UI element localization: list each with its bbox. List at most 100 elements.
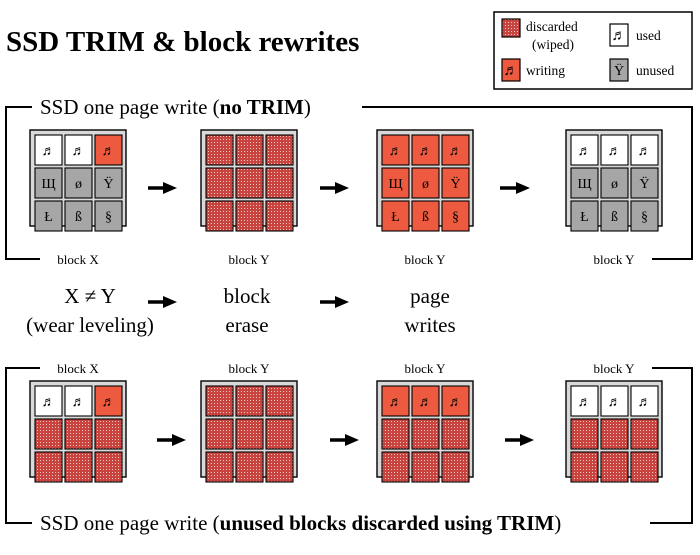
top-arrow-1 [148,182,177,194]
page-cell-discarded [235,134,264,166]
page-cell-discarded [441,451,470,483]
page-cell-unused [630,167,659,199]
step-arrow-1 [148,296,177,308]
page-glyph: ♬ [449,144,463,159]
page-glyph: Ÿ [639,175,649,192]
page-cell-discarded [630,418,659,450]
page-glyph: ♬ [608,144,622,159]
block-label-bg [215,253,283,267]
page-cell-discarded [265,385,294,417]
step-3-line2: writes [404,313,455,337]
page-cell-discarded [265,418,294,450]
arrows-layer [148,182,534,446]
page-cell-discarded [235,385,264,417]
page-glyph: ♬ [578,144,592,159]
page-cell-unused [570,167,599,199]
block-label: block X [57,361,99,376]
page-glyph: ♬ [419,144,433,159]
page-cell-unused [570,200,599,232]
page-cell-unused [630,200,659,232]
page-glyph: ø [422,177,429,192]
page-glyph: ♬ [102,144,116,159]
page-cell-writing [381,167,410,199]
step-1-line1: X ≠ Y [64,284,116,308]
block-label: block Y [593,361,635,376]
process-steps: X ≠ Y (wear leveling) block erase page w… [26,284,456,337]
legend-swatch-unused [609,58,629,82]
page-glyph: ♬ [72,144,86,159]
page-cell-unused [64,200,93,232]
page-cell-unused [34,167,63,199]
page-cell-writing [441,385,470,417]
page-cell-unused [94,167,123,199]
page-cell-discarded [265,451,294,483]
page-cell-discarded [205,451,234,483]
legend-swatch-discarded [501,18,521,38]
page-cell-writing [94,385,123,417]
block-label: block Y [404,252,446,267]
block-label-bg [391,362,459,376]
page-cell-writing [441,167,470,199]
page-cell-used [630,134,659,166]
bottom-block-1: ♬♬♬block X [29,361,127,483]
block-label-bg [580,253,648,267]
legend-swatch-writing [501,58,521,82]
legend-swatch-used [609,23,629,47]
bottom-block-3: ♬♬♬block Y [376,361,474,483]
page-cell-discarded [205,200,234,232]
page-cell-discarded [94,418,123,450]
top-panel-frame-right [362,106,693,260]
page-glyph: ♬ [638,395,652,410]
top-arrow-3 [500,182,530,194]
page-glyph: ♬ [419,395,433,410]
top-panel-caption: SSD one page write (no TRIM) [40,95,311,119]
page-glyph: ø [611,177,618,192]
page-cell-discarded [205,134,234,166]
page-glyph: Ł [391,210,400,225]
page-cell-writing [381,134,410,166]
page-glyph: ß [422,210,429,225]
page-cell-discarded [265,134,294,166]
page-glyph: Ł [44,210,53,225]
legend: discarded (wiped) ♬ used ♬ writing Ÿ unu… [493,11,693,90]
page-cell-used [64,385,93,417]
page-cell-used [34,385,63,417]
page-cell-discarded [205,418,234,450]
page-glyph: ß [75,210,82,225]
bottom-panel: SSD one page write (unused blocks discar… [5,367,693,535]
page-cell-unused [600,200,629,232]
page-glyph: ♬ [389,395,403,410]
page-glyph: § [105,210,112,225]
page-cell-discarded [34,418,63,450]
step-2-line2: erase [225,313,268,337]
block-label: block Y [228,252,270,267]
page-cell-discarded [630,451,659,483]
page-glyph: ♬ [608,395,622,410]
page-cell-discarded [205,167,234,199]
page-glyph: ♬ [42,395,56,410]
legend-label-discarded: discarded [526,19,578,34]
page-cell-discarded [570,451,599,483]
block-label-bg [44,253,112,267]
page-glyph: ß [611,210,618,225]
page-cell-discarded [381,451,410,483]
top-panel-frame-left [5,106,40,260]
page-cell-writing [381,385,410,417]
page-cell-used [34,134,63,166]
page-glyph: ø [75,177,82,192]
page-cell-discarded [64,451,93,483]
page-cell-writing [441,134,470,166]
bottom-panel-frame-right [650,367,693,524]
block-label: block Y [228,361,270,376]
page-cell-discarded [205,385,234,417]
legend-writing-glyph: ♬ [504,63,519,79]
page-cell-writing [94,134,123,166]
block-label: block Y [593,252,635,267]
page-cell-writing [411,134,440,166]
page-glyph: ♬ [72,395,86,410]
